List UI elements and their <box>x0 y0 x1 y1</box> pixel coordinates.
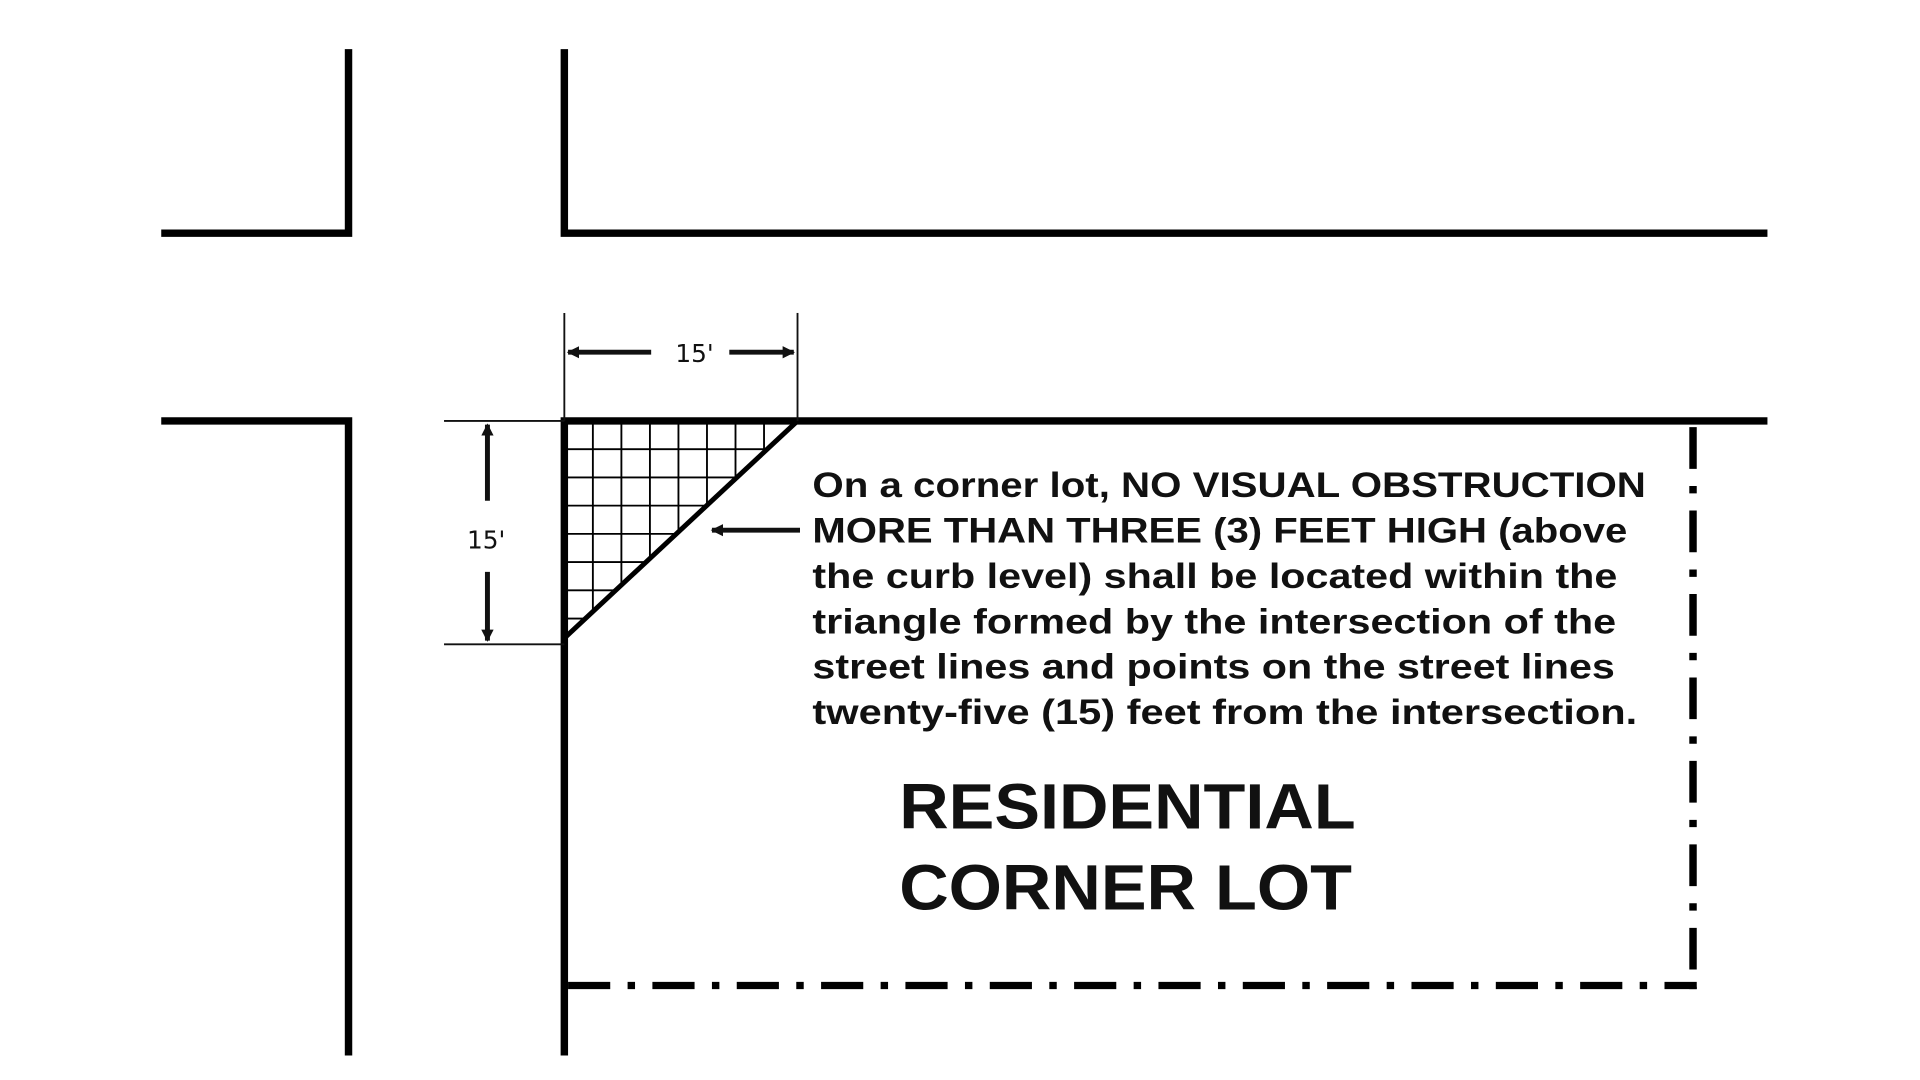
note-line: street lines and points on the street li… <box>812 647 1614 687</box>
note-line: MORE THAN THREE (3) FEET HIGH (above <box>812 511 1627 551</box>
street-corner-bottom-left <box>161 417 353 1056</box>
street-corner-top-left <box>161 49 353 237</box>
dimension-top-label: 15' <box>675 339 713 368</box>
dimension-top <box>563 312 799 421</box>
lot-title-line-2: CORNER LOT <box>899 852 1352 924</box>
dimension-left-label: 15' <box>467 526 505 555</box>
lot-boundary <box>568 427 1697 990</box>
note-line: twenty-five (15) feet from the intersect… <box>812 692 1637 732</box>
note-line: the curb level) shall be located within … <box>812 556 1617 596</box>
dimension-left <box>444 420 565 646</box>
note-line: triangle formed by the intersection of t… <box>812 601 1616 641</box>
lot-title-line-1: RESIDENTIAL <box>899 771 1355 843</box>
regulation-note: On a corner lot, NO VISUAL OBSTRUCTION M… <box>812 465 1645 732</box>
note-line: On a corner lot, NO VISUAL OBSTRUCTION <box>812 465 1645 505</box>
street-corner-top-right <box>560 49 1768 237</box>
